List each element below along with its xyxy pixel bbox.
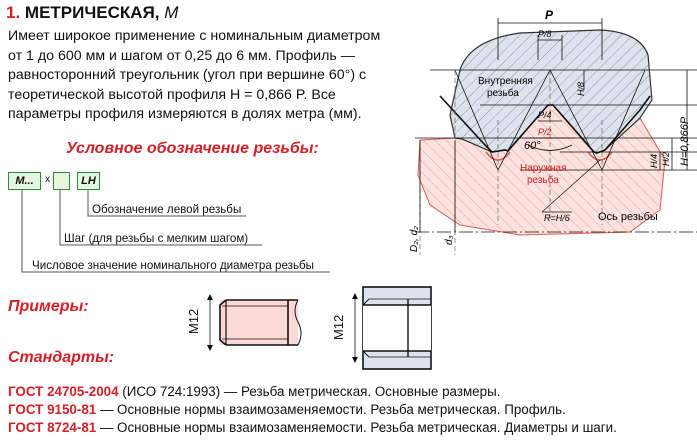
external-label-1: Наружная bbox=[520, 163, 567, 174]
title-letter: M bbox=[164, 3, 179, 22]
description-line: равносторонний треугольник (угол при вер… bbox=[8, 67, 367, 83]
radius-label: R=H/6 bbox=[544, 213, 570, 223]
title-number: 1. bbox=[6, 3, 21, 22]
external-label-2: резьба bbox=[527, 174, 559, 186]
designation-m-box: M... bbox=[8, 172, 41, 190]
designation-pitch-box bbox=[53, 172, 70, 190]
angle-label: 60° bbox=[524, 140, 541, 152]
dim-p4: P/4 bbox=[538, 110, 552, 120]
title-name: МЕТРИЧЕСКАЯ bbox=[24, 3, 155, 22]
standard-item: ГОСТ 9150-81 — Основные нормы взаимозаме… bbox=[8, 402, 566, 417]
standard-code: ГОСТ 8724-81 bbox=[8, 420, 97, 435]
dim-d3: d₃ bbox=[444, 235, 455, 245]
description-line: параметры профиля измеряются в долях мет… bbox=[8, 106, 362, 122]
internal-label-2: резьба bbox=[487, 87, 519, 99]
standard-text: — Основные нормы взаимозаменяемости. Рез… bbox=[96, 402, 566, 417]
designation-times: x bbox=[45, 174, 50, 185]
description: Имеет широкое применение с номинальным д… bbox=[8, 27, 423, 125]
examples-heading: Примеры: bbox=[8, 298, 89, 315]
dim-h-total: H=0,866P bbox=[679, 116, 691, 166]
designation-heading: Условное обозначение резьбы: bbox=[66, 140, 319, 157]
description-line: от 1 до 600 мм и шагом от 0,25 до 6 мм. … bbox=[8, 47, 355, 64]
label-diameter: Числовое значение номинального диаметра … bbox=[32, 259, 315, 272]
internal-label-1: Внутренняя bbox=[478, 76, 533, 87]
standard-text: — Основные нормы взаимозаменяемости. Рез… bbox=[96, 420, 617, 435]
dim-p: P bbox=[545, 8, 554, 22]
nut-drawing bbox=[352, 286, 432, 370]
standard-item: ГОСТ 8724-81 — Основные нормы взаимозаме… bbox=[8, 420, 617, 435]
dim-d2: D₂, d₂ bbox=[409, 226, 420, 252]
standard-code: ГОСТ 24705-2004 bbox=[8, 384, 119, 399]
standards-heading: Стандарты: bbox=[8, 349, 115, 366]
dim-h4: H/4 bbox=[649, 154, 659, 168]
angle-arc bbox=[527, 144, 573, 151]
standard-code: ГОСТ 9150-81 bbox=[8, 402, 97, 417]
designation-lh-box: LH bbox=[77, 172, 100, 190]
standard-item: ГОСТ 24705-2004 (ИСО 724:1993) — Резьба … bbox=[8, 384, 500, 399]
page-title: 1. МЕТРИЧЕСКАЯ, M bbox=[6, 3, 179, 22]
label-left-thread: Обозначение левой резьбы bbox=[92, 203, 242, 216]
bolt-drawing bbox=[207, 294, 302, 351]
standard-text: (ИСО 724:1993) — Резьба метрическая. Осн… bbox=[118, 384, 501, 399]
dim-h2: H/2 bbox=[661, 152, 671, 166]
dim-p8: P/8 bbox=[538, 29, 552, 39]
dim-h8: H/8 bbox=[576, 82, 586, 96]
description-line: Имеет широкое применение с номинальным д… bbox=[8, 28, 381, 44]
dim-p2: P/2 bbox=[538, 127, 552, 137]
axis-label: Ось резьбы bbox=[598, 211, 658, 223]
description-line: теоретической высотой профиля H = 0,866 … bbox=[8, 86, 336, 103]
label-pitch: Шаг (для резьбы с мелким шагом) bbox=[64, 232, 249, 245]
